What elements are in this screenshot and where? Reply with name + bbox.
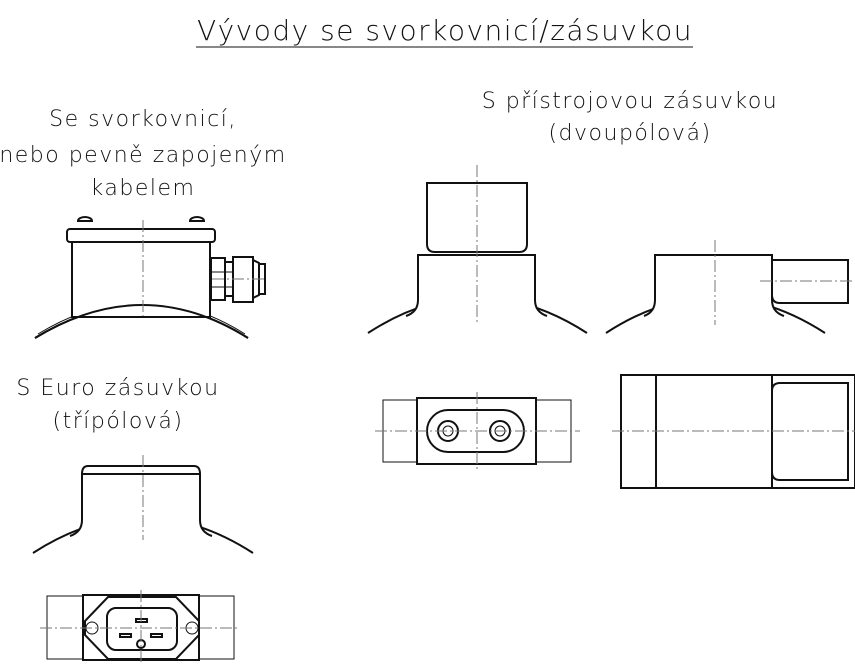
device-socket-front-drawing xyxy=(367,165,588,334)
label-terminal-line1: Se svorkovnicí, xyxy=(49,107,237,132)
device-socket-top-side-drawing xyxy=(612,374,855,489)
euro-socket-top-drawing xyxy=(40,590,240,664)
label-device-socket-line2: (dvoupólová) xyxy=(548,121,711,146)
terminal-box-drawing xyxy=(34,216,266,339)
euro-socket-front-drawing xyxy=(32,455,254,554)
title: Vývody se svorkovnicí/zásuvkou xyxy=(197,14,693,47)
label-device-socket-line1: S přístrojovou zásuvkou xyxy=(482,89,779,114)
label-terminal-line3: kabelem xyxy=(91,176,196,201)
label-terminal-line2: nebo pevně zapojeným xyxy=(0,143,287,168)
label-euro-socket-line1: S Euro zásuvkou xyxy=(16,376,219,401)
device-socket-side-drawing xyxy=(605,240,855,334)
device-socket-top-drawing xyxy=(375,392,580,470)
label-euro-socket-line2: (třípólová) xyxy=(53,409,184,434)
